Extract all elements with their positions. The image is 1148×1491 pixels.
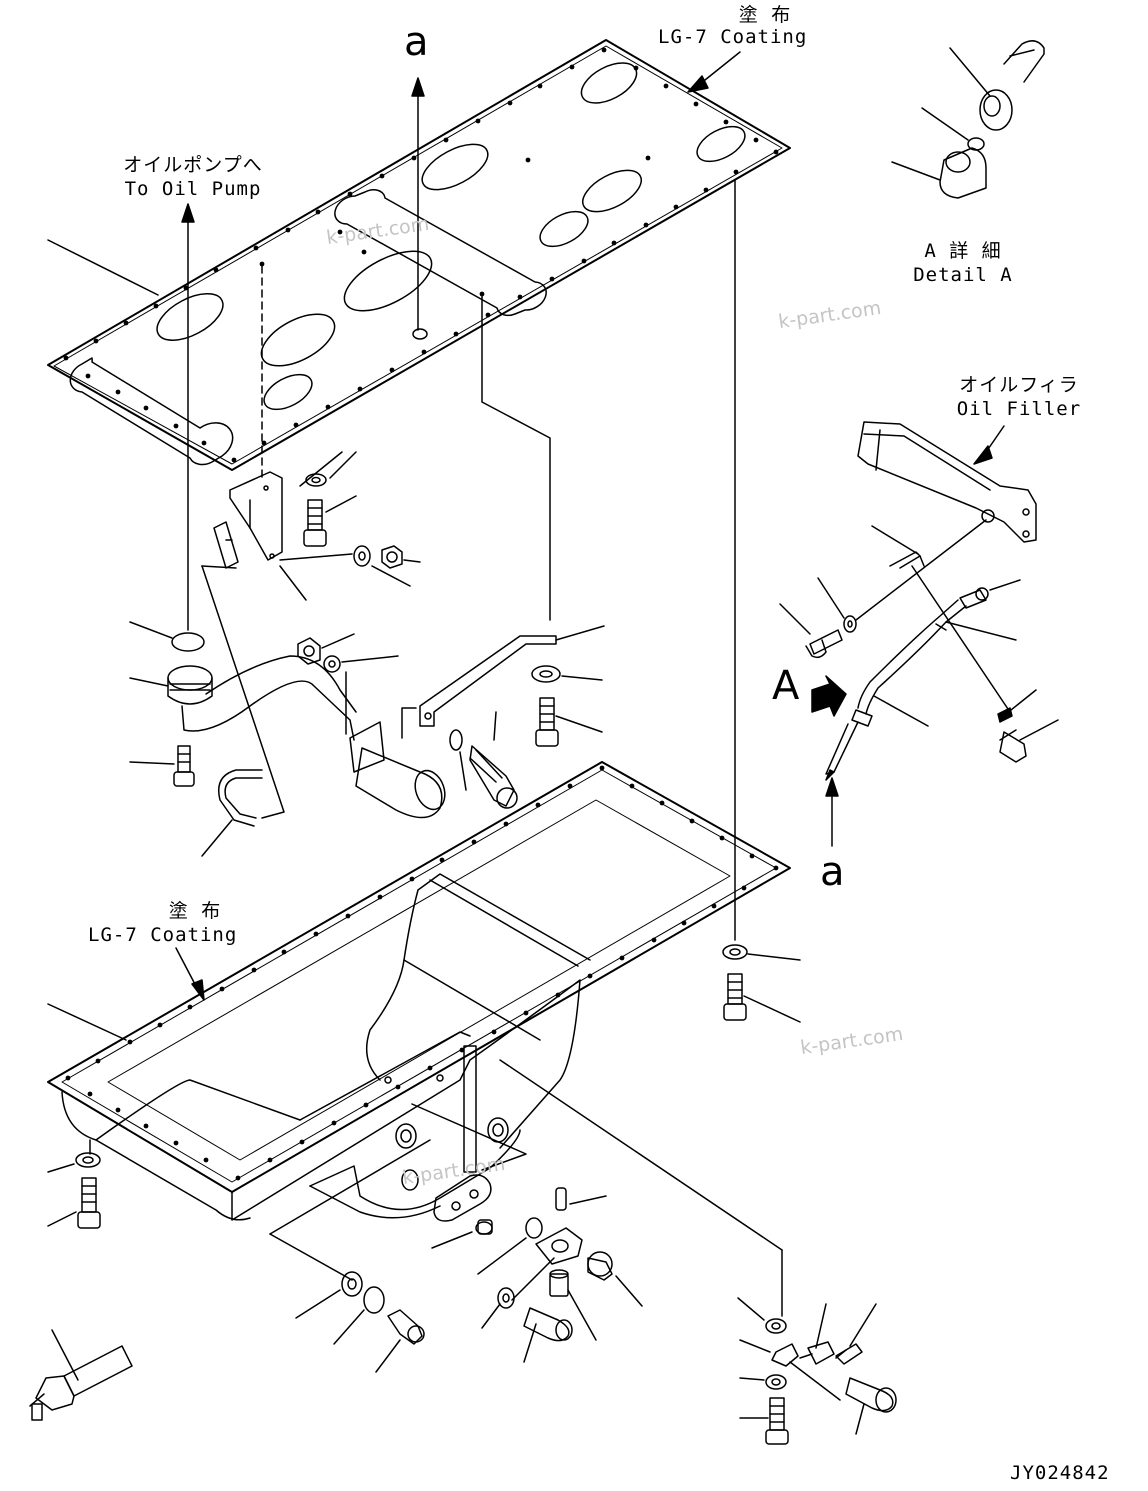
pan-bolt-right bbox=[722, 944, 801, 1023]
marker-a-right: a bbox=[820, 849, 845, 895]
oil-filler-bracket bbox=[855, 421, 1037, 621]
gasket-leaders bbox=[47, 51, 741, 941]
drain-parts bbox=[269, 1059, 783, 1373]
coating-label-bottom-en: LG-7 Coating bbox=[88, 924, 238, 946]
oil-pan-gasket bbox=[47, 39, 791, 471]
pan-bolt-left bbox=[47, 1139, 101, 1229]
marker-a-top: a bbox=[404, 19, 429, 65]
detail-a-label-en: Detail A bbox=[913, 264, 1013, 286]
detail-a-label-jp: A 詳 細 bbox=[924, 240, 1002, 262]
oil-filler-tube bbox=[825, 525, 1021, 781]
strainer-bracket bbox=[213, 451, 343, 569]
oil-pump-label-jp: オイルポンプへ bbox=[123, 154, 263, 176]
oil-pump-label-en: To Oil Pump bbox=[124, 178, 262, 200]
clip-parts bbox=[737, 1297, 897, 1445]
pipe-nut-washer bbox=[297, 633, 399, 735]
oil-filler-label-en: Oil Filler bbox=[956, 398, 1082, 420]
bracket-bolts bbox=[279, 451, 421, 601]
support-stay bbox=[401, 625, 605, 809]
coating-label-top-jp: 塗 布 bbox=[738, 4, 792, 26]
drawing-number: JY024842 bbox=[1010, 1462, 1110, 1484]
view-a-label: A bbox=[772, 663, 800, 709]
coating-label-bottom-jp: 塗 布 bbox=[168, 900, 222, 922]
gauge-tool bbox=[29, 1329, 133, 1421]
oil-pan bbox=[47, 761, 791, 1222]
filler-bolts bbox=[779, 577, 1059, 763]
oil-filler-label-jp: オイルフィラ bbox=[959, 374, 1079, 396]
strainer-pipe bbox=[129, 565, 446, 857]
view-a-arrow bbox=[811, 675, 847, 847]
coating-label-top-en: LG-7 Coating bbox=[658, 26, 808, 48]
detail-a-parts bbox=[891, 40, 1045, 199]
